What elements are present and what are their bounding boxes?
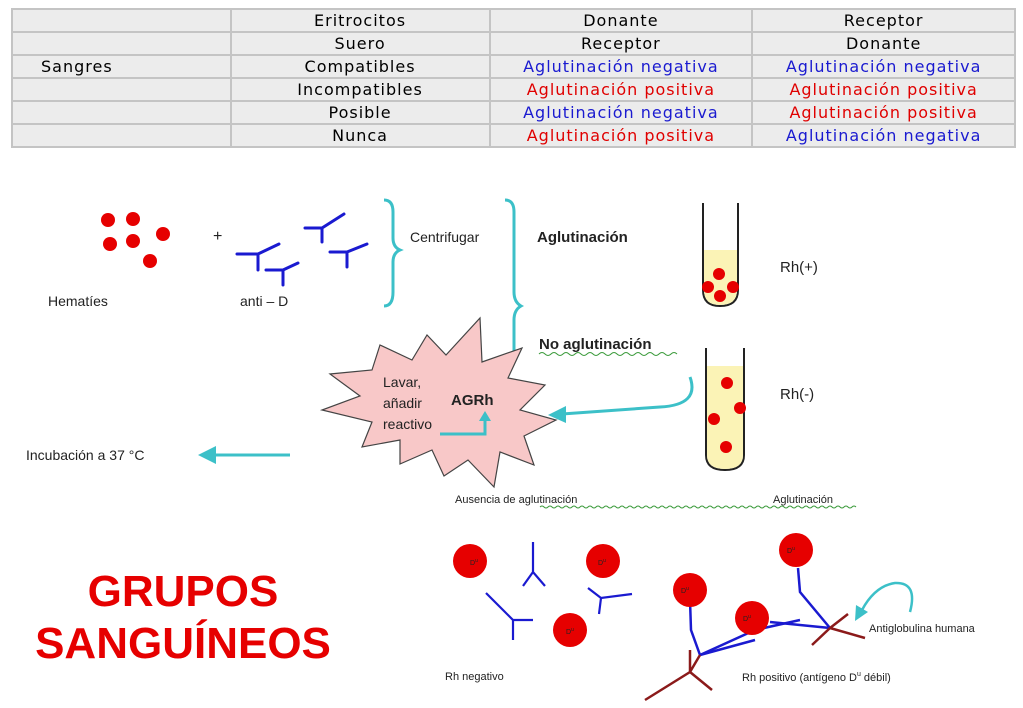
antiglobulina-label: Antiglobulina humana bbox=[869, 623, 976, 635]
d-label-3: Du bbox=[566, 627, 574, 636]
d-label-1: Du bbox=[470, 558, 478, 567]
title-line2: SANGUÍNEOS bbox=[35, 619, 331, 668]
rh-positive-label: Rh(+) bbox=[780, 259, 818, 276]
title-line1: GRUPOS bbox=[87, 567, 279, 616]
ausencia-label: Ausencia de aglutinación bbox=[455, 494, 577, 506]
table-cell-category: Eritrocitos bbox=[229, 8, 491, 33]
rh-positive-panel bbox=[644, 533, 866, 702]
lavar-line3: reactivo bbox=[383, 416, 432, 432]
table-cell-col3: Donante bbox=[751, 31, 1016, 56]
table-cell-group bbox=[11, 77, 232, 102]
d-label-2: Du bbox=[598, 558, 606, 567]
table-cell-category: Nunca bbox=[229, 123, 491, 148]
table-cell-col2: Receptor bbox=[488, 31, 754, 56]
table-cell-col3: Aglutinación positiva bbox=[751, 77, 1016, 102]
aglutinacion-label: Aglutinación bbox=[537, 229, 628, 246]
table-cell-col2: Aglutinación positiva bbox=[488, 77, 754, 102]
rh-positivo-label: Rh positivo (antígeno Du débil) bbox=[742, 671, 891, 684]
agrh-starburst bbox=[319, 316, 558, 489]
hematies-cluster bbox=[101, 212, 170, 268]
table-cell-group bbox=[11, 31, 232, 56]
table-cell-group bbox=[11, 123, 232, 148]
table-cell-category: Suero bbox=[229, 31, 491, 56]
page-title: GRUPOS SANGUÍNEOS bbox=[18, 566, 348, 670]
rh-negative-label: Rh(-) bbox=[780, 386, 814, 403]
hematies-label: Hematíes bbox=[48, 293, 108, 309]
du-label-3: Du bbox=[743, 614, 751, 623]
plus-sign: + bbox=[213, 228, 222, 245]
table-cell-col2: Aglutinación negativa bbox=[488, 54, 754, 79]
table-cell-col3: Aglutinación negativa bbox=[751, 123, 1016, 148]
incubation-arrowhead bbox=[198, 446, 216, 464]
anti-d-antibodies bbox=[235, 212, 369, 287]
table-cell-col3: Aglutinación positiva bbox=[751, 100, 1016, 125]
table-cell-col2: Donante bbox=[488, 8, 754, 33]
anti-d-label: anti – D bbox=[240, 293, 288, 309]
return-arrow bbox=[561, 376, 694, 416]
centrifugar-label: Centrifugar bbox=[410, 229, 480, 245]
rh-negativo-label: Rh negativo bbox=[445, 671, 504, 683]
table-cell-col2: Aglutinación negativa bbox=[488, 100, 754, 125]
table-cell-col3: Receptor bbox=[751, 8, 1016, 33]
no-aglutinacion-label: No aglutinación bbox=[539, 336, 652, 353]
antiglobulina-arrowhead bbox=[855, 605, 868, 621]
table-cell-category: Compatibles bbox=[229, 54, 491, 79]
lavar-line2: añadir bbox=[383, 395, 422, 411]
table-cell-category: Incompatibles bbox=[229, 77, 491, 102]
agrh-arrow bbox=[440, 420, 487, 436]
table-cell-category: Posible bbox=[229, 100, 491, 125]
antiglobulina-arrow bbox=[860, 581, 914, 613]
result-brace bbox=[504, 198, 525, 352]
aglutinacion-small-label: Aglutinación bbox=[773, 494, 833, 506]
return-arrowhead bbox=[548, 406, 566, 423]
table-cell-col3: Aglutinación negativa bbox=[751, 54, 1016, 79]
agrh-label: AGRh bbox=[451, 392, 494, 409]
spellcheck-underline bbox=[538, 352, 678, 356]
du-label-2: Du bbox=[681, 586, 689, 595]
table-cell-group bbox=[11, 8, 232, 33]
incubacion-label: Incubación a 37 °C bbox=[26, 447, 144, 463]
spellcheck-underline-2 bbox=[539, 505, 857, 509]
rh-negative-panel bbox=[453, 542, 633, 647]
lavar-line1: Lavar, bbox=[383, 374, 421, 390]
table-cell-group bbox=[11, 100, 232, 125]
centrifuge-brace bbox=[383, 198, 404, 308]
table-cell-col2: Aglutinación positiva bbox=[488, 123, 754, 148]
test-tube-rh-negative bbox=[705, 348, 746, 472]
test-tube-rh-positive bbox=[702, 203, 739, 308]
agrh-arrowhead bbox=[479, 411, 491, 421]
du-label-1: Du bbox=[787, 546, 795, 555]
table-cell-group: Sangres bbox=[11, 54, 232, 79]
